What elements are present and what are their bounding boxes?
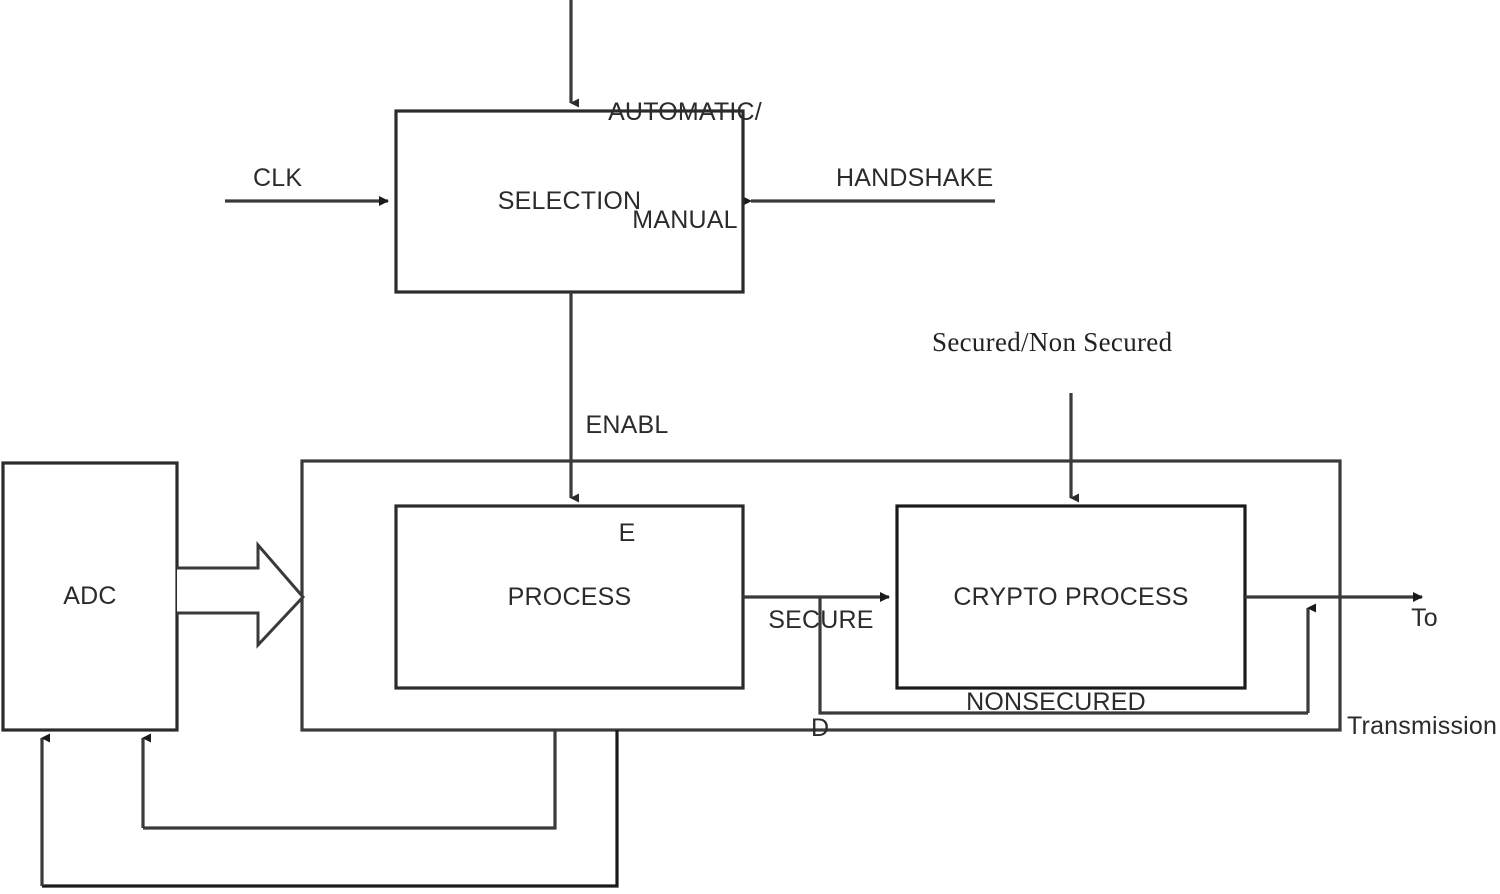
- nonsecured-label: NONSECURED: [966, 688, 1146, 716]
- enable-label-line2: E: [618, 519, 636, 547]
- selection-block-outline: [394, 109, 745, 294]
- feedback-path-outer: [42, 730, 619, 888]
- to-transmission-label-line1: To: [1411, 604, 1438, 632]
- adc-block-label: ADC: [63, 582, 117, 610]
- secured-label: SECURE D: [759, 530, 883, 818]
- adc-block-arrow: [177, 540, 306, 649]
- secured-label-line2: D: [811, 714, 830, 742]
- handshake-label: HANDSHAKE: [836, 164, 994, 192]
- to-transmission-label: To Transmission: [1347, 528, 1500, 816]
- automatic-manual-label-line2: MANUAL: [632, 206, 738, 234]
- selection-block-label: SELECTION: [497, 187, 642, 215]
- secured-label-line1: SECURE: [768, 606, 874, 634]
- crypto-block-label: CRYPTO PROCESS: [953, 583, 1189, 611]
- clk-label: CLK: [253, 164, 303, 192]
- process-block-label: PROCESS: [507, 583, 632, 611]
- automatic-manual-label: AUTOMATIC/ MANUAL: [590, 22, 780, 310]
- enable-label: ENABL E: [583, 335, 671, 623]
- feedback-path-inner: [143, 730, 557, 830]
- enable-label-line1: ENABL: [585, 411, 669, 439]
- nonsecured-path: [818, 597, 1308, 715]
- process-block-outline: [394, 504, 745, 690]
- automatic-manual-label-line1: AUTOMATIC/: [608, 98, 762, 126]
- crypto-block-outline: [895, 504, 1247, 690]
- adc-block-outline: [1, 461, 179, 732]
- to-transmission-label-line2: Transmission: [1347, 712, 1498, 740]
- secured-nonsecured-select-label: Secured/Non Secured: [932, 327, 1173, 357]
